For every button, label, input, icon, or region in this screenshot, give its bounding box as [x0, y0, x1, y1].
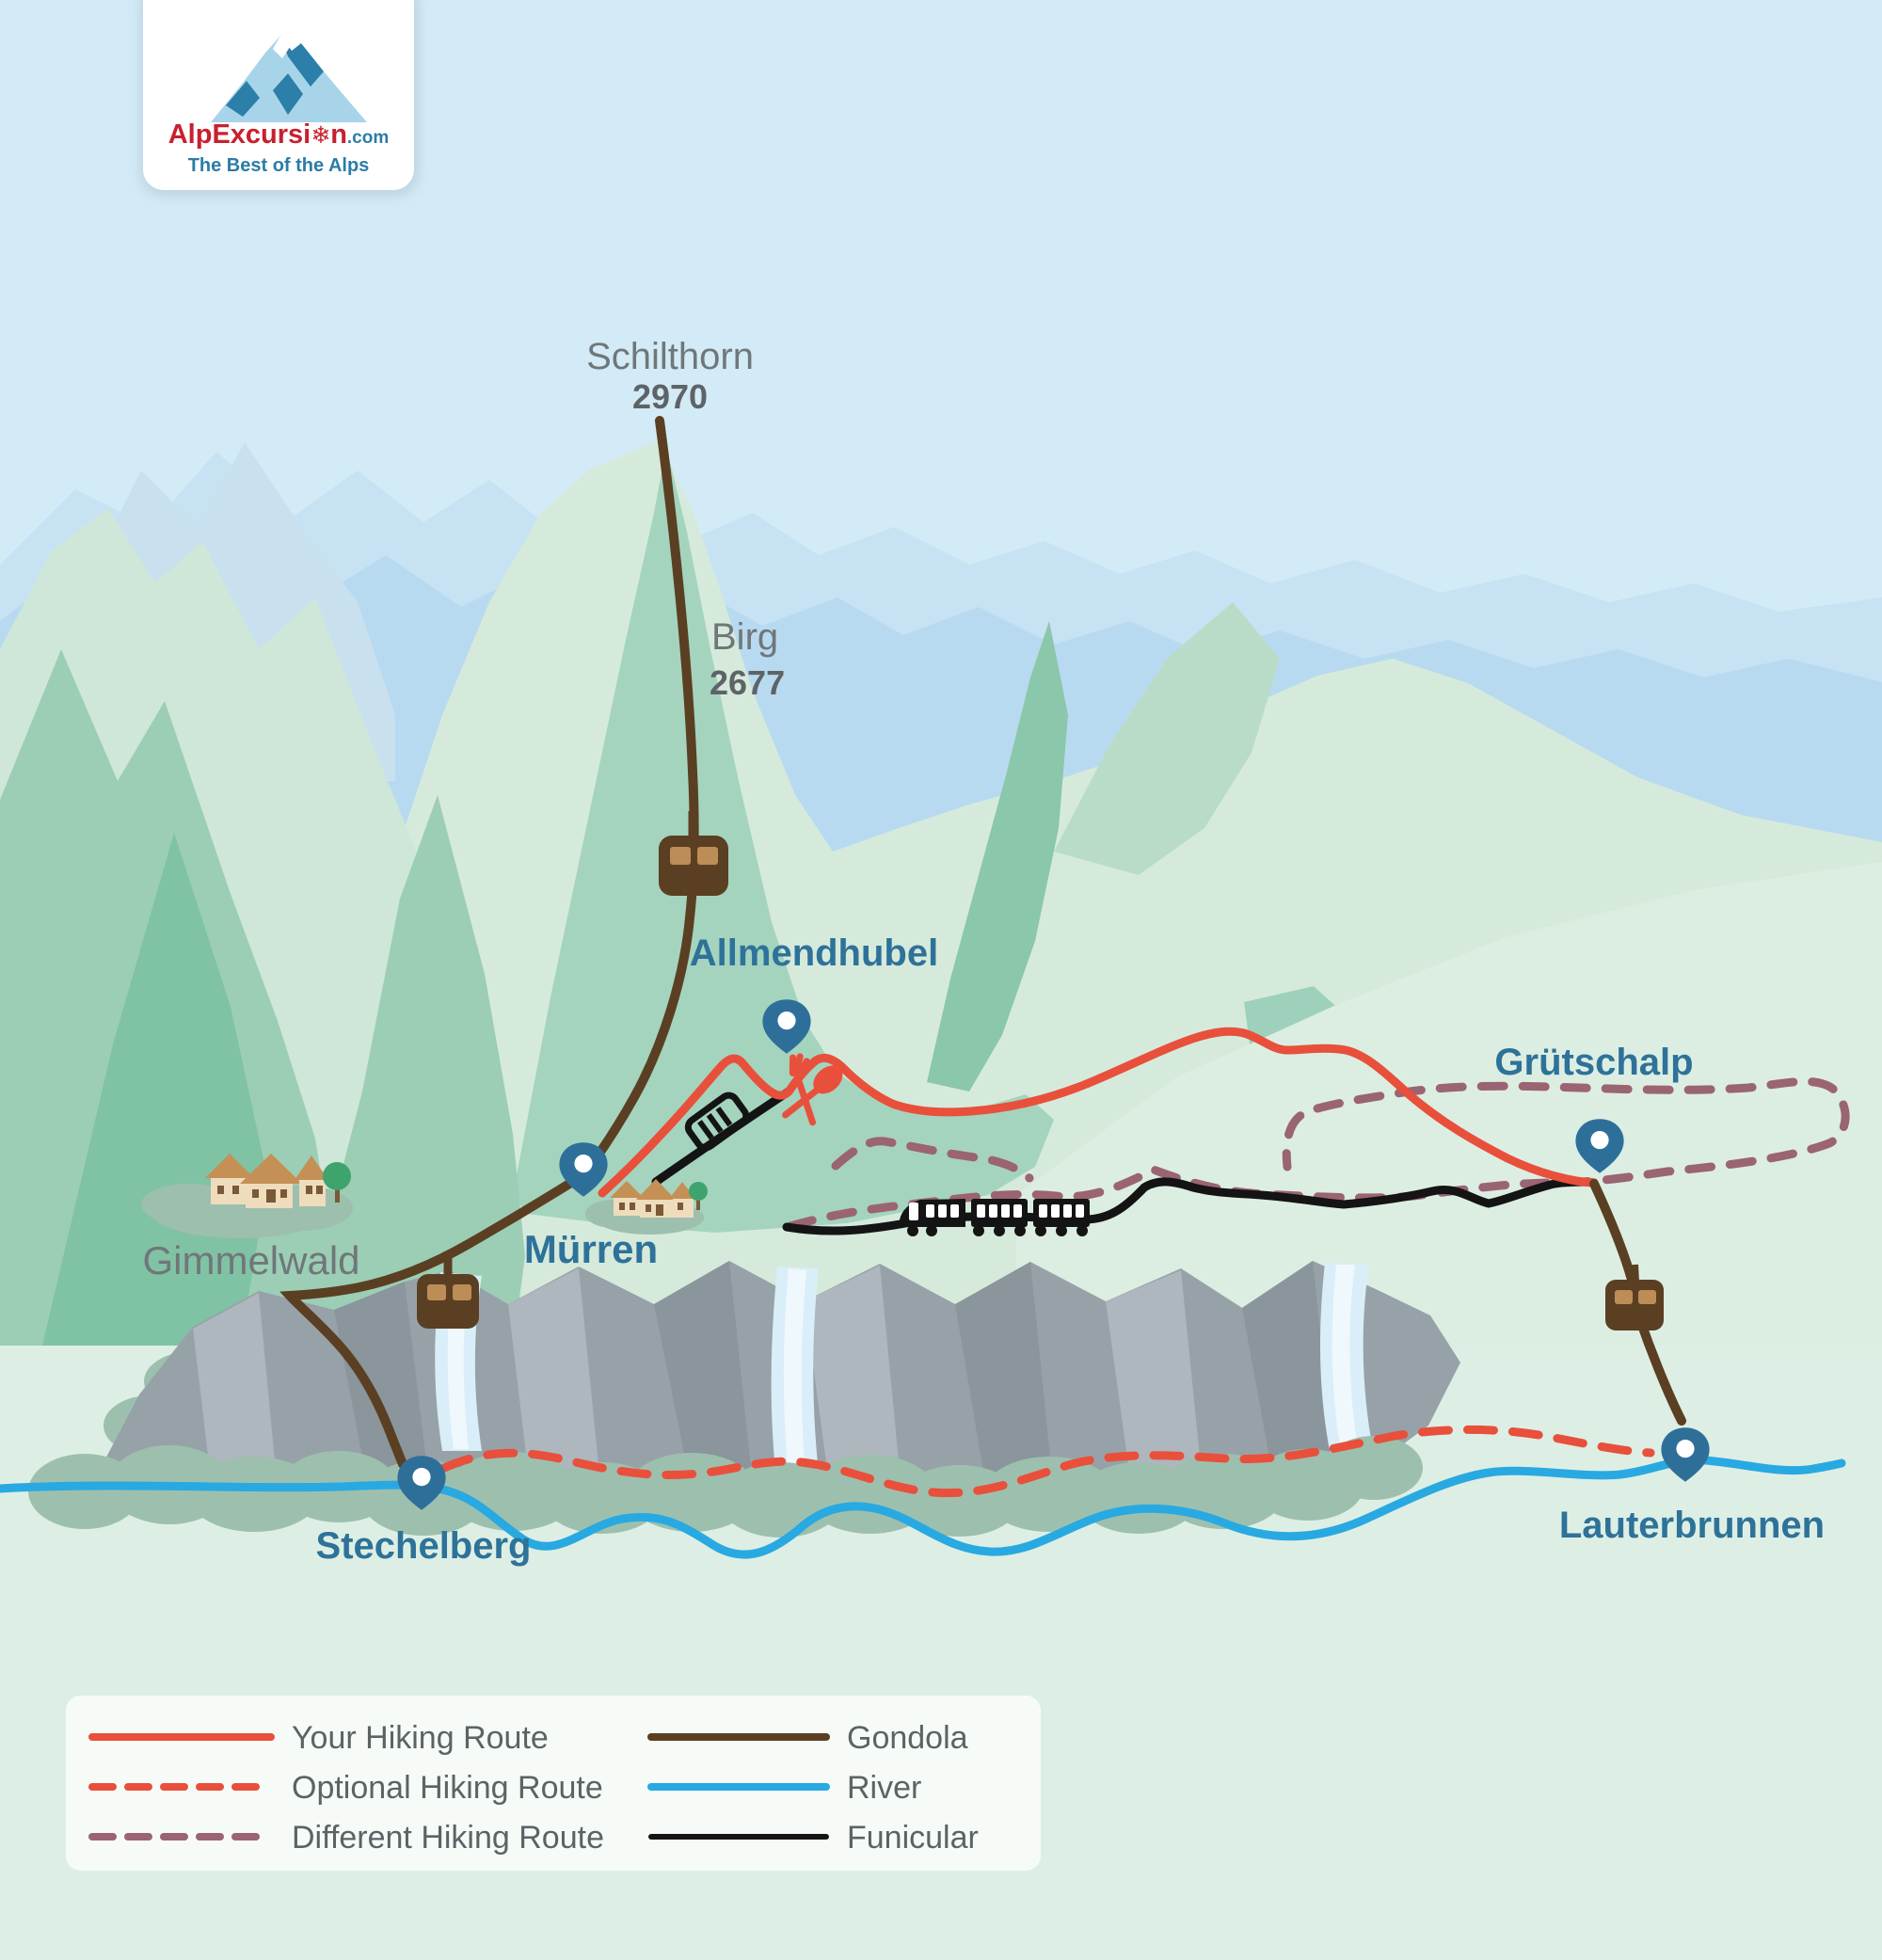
logo-card: AlpExcursi❄n.com The Best of the Alps [141, 0, 418, 196]
mountain-logo-icon [211, 36, 367, 122]
different-hiking-route-line [786, 1076, 1850, 1231]
optional-hiking-route-line [439, 1425, 1655, 1498]
river-line [0, 1456, 1846, 1559]
cliff-facets-dark [334, 1261, 1336, 1500]
label-stechelberg: Stechelberg [316, 1525, 532, 1567]
legend-label-different-hiking-route: Different Hiking Route [292, 1820, 604, 1856]
legend-label-funicular: Funicular [847, 1820, 979, 1856]
green-peak-left-2 [296, 795, 525, 1346]
label-murren: Mürren [524, 1227, 658, 1271]
funicular-car-icon [684, 1092, 750, 1152]
map-pin-grutschalp [1575, 1119, 1624, 1173]
label-gimmelwald: Gimmelwald [142, 1238, 359, 1283]
map-pin-lauterbrunnen [1661, 1427, 1710, 1482]
murren-village-icon [585, 1179, 708, 1235]
snowflake-icon: ❄ [311, 122, 330, 149]
label-birg: Birg [711, 616, 778, 658]
brand-tagline: The Best of the Alps [188, 155, 370, 176]
legend-label-your-hiking-route: Your Hiking Route [292, 1720, 549, 1756]
gondola-cabin-icon-birg [659, 811, 728, 896]
brand-wordmark: AlpExcursi❄n.com [168, 120, 390, 150]
different-hiking-route-branch [831, 1137, 1034, 1183]
green-mountain-schilthorn [513, 447, 1054, 1233]
label-birg-elevation: 2677 [710, 663, 785, 702]
label-lauterbrunnen: Lauterbrunnen [1559, 1505, 1825, 1546]
cliff-facets-light [193, 1266, 1204, 1511]
map-pin-murren [559, 1142, 608, 1197]
funicular-railway-line [782, 1177, 1599, 1235]
map-pin-stechelberg [397, 1456, 446, 1510]
restaurant-icon [782, 1053, 843, 1126]
gondola-cabin-icon-lauterbrunnen [1605, 1264, 1664, 1331]
train-icon [899, 1199, 1090, 1236]
gondola-cabin-icon-gimmelwald [417, 1251, 479, 1329]
waterfall-2 [771, 1267, 821, 1490]
legend-label-river: River [847, 1770, 921, 1806]
gimmelwald-village-icon [141, 1154, 353, 1238]
label-allmendhubel: Allmendhubel [690, 932, 938, 974]
your-hiking-route-line [598, 1027, 1599, 1198]
label-schilthorn-elevation: 2970 [632, 377, 708, 416]
waterfall-3 [1319, 1263, 1374, 1460]
label-schilthorn: Schilthorn [586, 336, 754, 377]
green-band-right [1054, 602, 1280, 875]
green-wedge-teal [927, 621, 1068, 1092]
gondola-line-stechelberg [279, 1171, 586, 1469]
legend-label-gondola: Gondola [847, 1720, 968, 1756]
legend: Your Hiking Route Optional Hiking Route … [66, 1696, 1041, 1871]
legend-label-optional-hiking-route: Optional Hiking Route [292, 1770, 603, 1806]
label-grutschalp: Grütschalp [1494, 1042, 1693, 1083]
map-pin-allmendhubel [762, 999, 811, 1054]
